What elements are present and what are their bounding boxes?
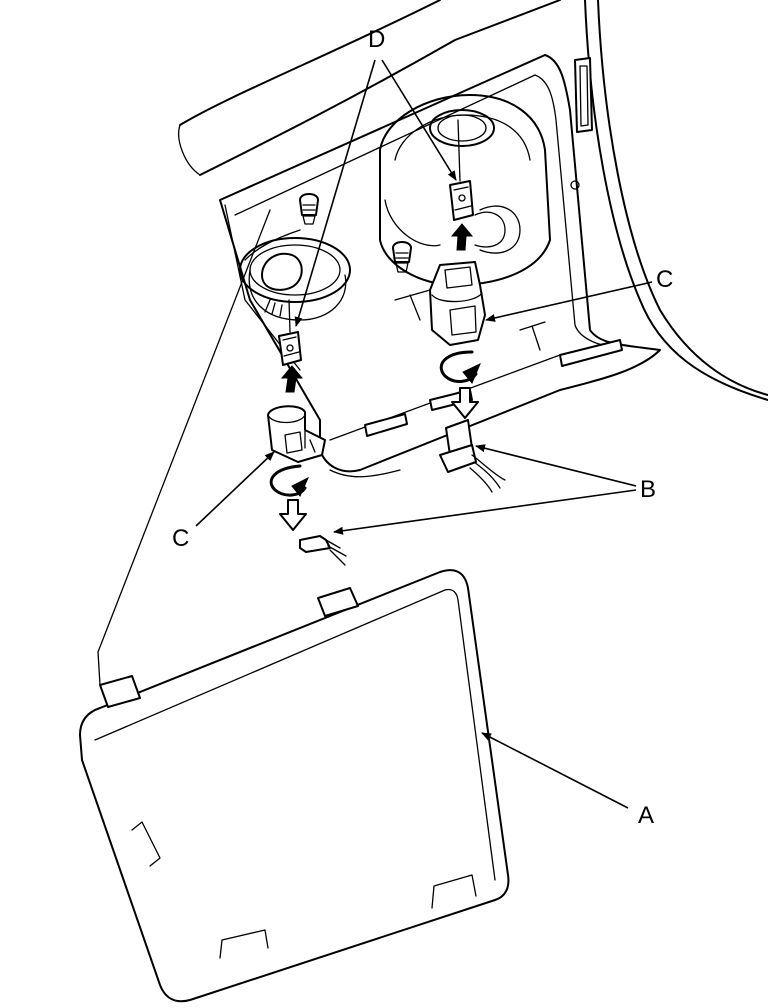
arrow-up-right — [450, 223, 474, 251]
left-lamp-recess — [239, 237, 351, 321]
bulb-left — [278, 299, 302, 366]
connector-left — [299, 535, 347, 566]
right-lamp-recess — [379, 94, 551, 286]
arrow-down-right — [451, 387, 479, 419]
socket-left — [267, 405, 326, 463]
leaders — [195, 59, 653, 809]
lens-cover — [79, 209, 510, 1003]
rotate-arrow-left — [269, 464, 310, 497]
arrow-up-left — [280, 365, 304, 393]
screw-center — [392, 241, 412, 273]
callout-a: A — [638, 802, 654, 829]
rotate-arrow-right — [439, 350, 481, 384]
roof-headliner — [178, 0, 768, 401]
callout-c-right: C — [656, 266, 673, 293]
callout-c-left: C — [172, 525, 189, 552]
screw-left — [299, 193, 319, 225]
callout-d: D — [368, 26, 385, 53]
connector-right — [439, 419, 506, 493]
arrow-down-left — [279, 499, 307, 531]
callout-b: B — [640, 476, 656, 503]
bulb-right — [449, 119, 474, 221]
socket-right — [429, 261, 486, 346]
